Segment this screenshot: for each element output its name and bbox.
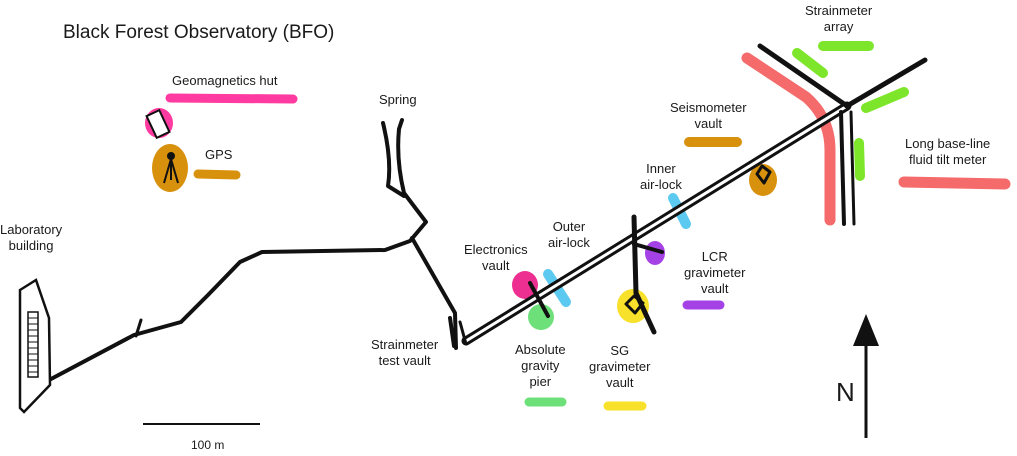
north-label: N bbox=[836, 377, 855, 407]
tripod-icon bbox=[163, 152, 179, 184]
label-geomagnetics-hut: Geomagnetics hut bbox=[172, 73, 278, 88]
gps-marker bbox=[152, 144, 241, 192]
north-arrow-icon bbox=[853, 314, 879, 438]
scale-label: 100 m bbox=[191, 438, 225, 452]
strainmeter-array-marker bbox=[792, 41, 909, 181]
tunnel-network bbox=[49, 43, 928, 381]
geomagnetics-hut-marker bbox=[145, 93, 298, 140]
label-spring: Spring bbox=[379, 92, 417, 107]
electronics-vault-marker bbox=[512, 271, 538, 299]
label-gps: GPS bbox=[205, 147, 233, 162]
absolute-gravity-marker bbox=[524, 304, 567, 407]
map-title: Black Forest Observatory (BFO) bbox=[63, 22, 335, 43]
laboratory-building bbox=[18, 278, 52, 414]
sg-vault-marker bbox=[603, 289, 649, 411]
